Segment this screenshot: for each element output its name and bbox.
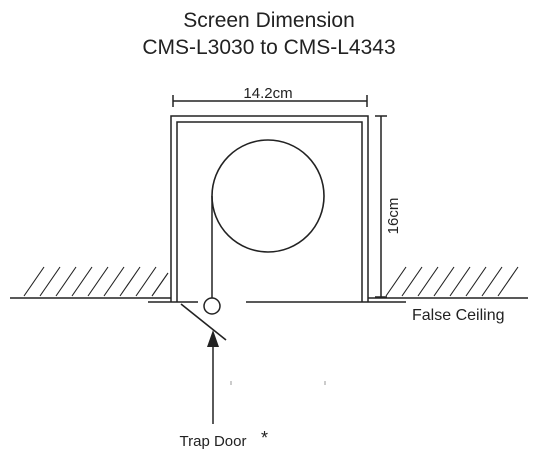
housing-outer-wall xyxy=(170,115,369,302)
diagram-title: Screen Dimension xyxy=(183,9,355,32)
width-label: 14.2cm xyxy=(243,85,292,102)
trap-door-arrow-head xyxy=(207,330,219,347)
screen-weight-bar xyxy=(203,297,221,315)
ceiling-hatching-left xyxy=(23,266,169,297)
screen-roll xyxy=(211,139,325,253)
height-dimension xyxy=(375,115,387,298)
height-label: 16cm xyxy=(385,198,402,235)
width-dimension xyxy=(172,95,368,107)
screen-housing xyxy=(170,115,369,302)
false-ceiling xyxy=(10,297,528,303)
housing-inner-wall xyxy=(176,121,363,302)
trap-door-panel xyxy=(180,303,227,341)
stray-marks xyxy=(230,381,326,385)
false-ceiling-label: False Ceiling xyxy=(412,307,504,324)
diagram-subtitle: CMS-L3030 to CMS-L4343 xyxy=(142,36,396,59)
trap-door-asterisk: * xyxy=(261,428,268,448)
ceiling-hatching-right xyxy=(385,266,519,297)
trap-door-label: Trap Door xyxy=(180,433,247,450)
